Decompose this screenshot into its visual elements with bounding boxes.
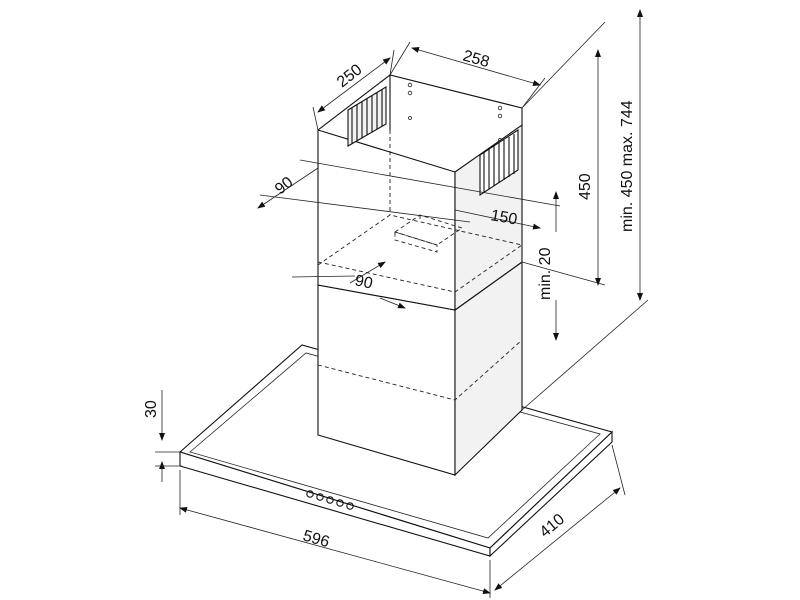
dimension-lines: [155, 9, 649, 598]
dim-outlet-offset-front: 90: [353, 272, 374, 292]
vent-slots-right: [479, 128, 519, 197]
dim-outlet-offset-left: 90: [272, 174, 297, 198]
dim-outlet-offset-right: 150: [489, 207, 518, 228]
lower-chimney: [317, 260, 523, 477]
dim-total-height: min. 450 max. 744: [619, 100, 636, 232]
dim-canopy-width: 596: [301, 528, 331, 552]
dim-chimney-depth: 250: [334, 61, 366, 91]
dim-chimney-width: 258: [461, 48, 491, 72]
vent-slots-left: [347, 86, 387, 147]
outlet-bracket: [393, 214, 464, 253]
mounting-holes: [407, 82, 503, 142]
dim-canopy-thickness: 30: [143, 400, 160, 418]
dim-min-gap: min. 20: [537, 247, 554, 300]
dim-upper-chimney-height: 450: [577, 173, 594, 200]
dim-canopy-depth: 410: [537, 511, 568, 541]
